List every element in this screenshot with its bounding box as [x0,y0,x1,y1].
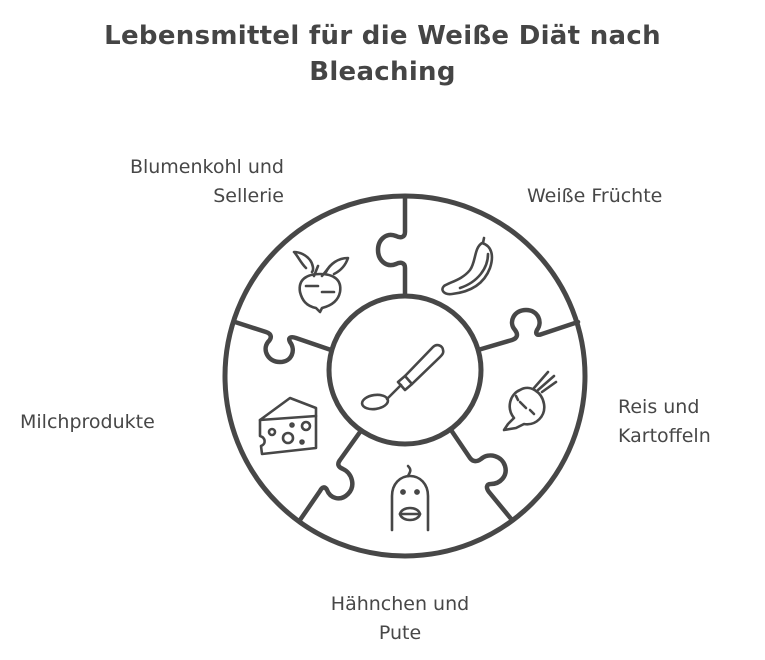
cucumber-icon [441,236,494,296]
chicken-icon [390,464,430,532]
ladle-icon [360,343,445,411]
title-line-1: Lebensmittel für die Weiße Diät nach [104,21,661,51]
label-haehnchen-pute: Hähnchen und Pute [330,593,470,644]
cheese-icon [258,396,318,456]
label-milchprodukte: Milchprodukte [20,411,155,433]
label-reis-kartoffeln: Reis und Kartoffeln [618,396,711,447]
label-weisse-fruechte: Weiße Früchte [527,185,663,207]
divider-top [375,194,408,299]
divider-right [475,307,581,353]
divider-bottom-left [297,429,363,523]
label-blumenkohl: Blumenkohl und Sellerie [129,156,284,207]
diagram-title: Lebensmittel für die Weiße Diät nach Ble… [0,18,765,90]
title-line-2: Bleaching [309,57,456,87]
turnip-icon [292,250,350,314]
center-circle [326,293,484,447]
divider-bottom-right [448,427,515,523]
divider-left [232,319,334,365]
potato-icon [502,370,558,432]
